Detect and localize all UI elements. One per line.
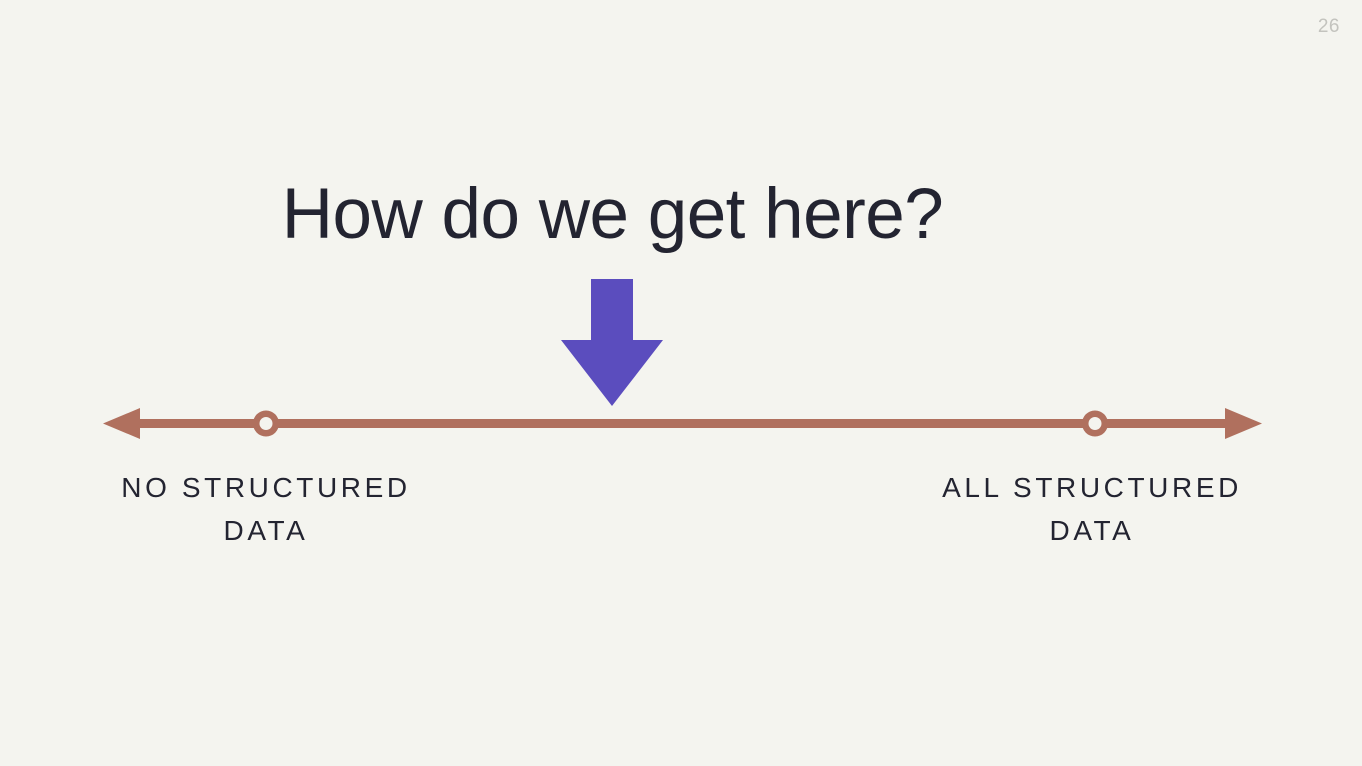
marker-all-structured-data (1082, 410, 1108, 437)
page-number: 26 (1317, 16, 1340, 37)
axis-label-right: ALL STRUCTURED DATA (942, 472, 1242, 546)
axis-label-left: NO STRUCTURED DATA (121, 472, 411, 546)
marker-no-structured-data (253, 410, 279, 437)
spectrum-axis (103, 408, 1262, 439)
axis-arrowhead-right (1225, 408, 1262, 439)
down-arrow-icon (561, 279, 663, 406)
axis-line (125, 419, 1240, 428)
axis-arrowhead-left (103, 408, 140, 439)
down-arrow-shape (561, 279, 663, 406)
slide-title: How do we get here? (281, 175, 944, 254)
